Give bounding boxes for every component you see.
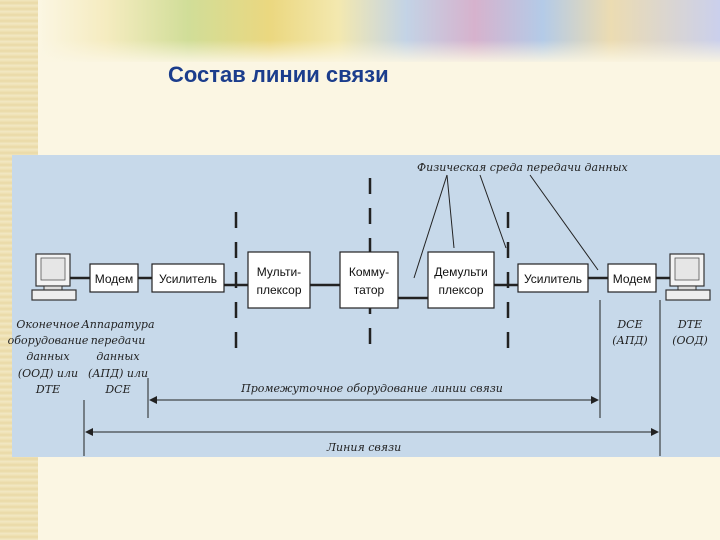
left-terminal-caption: Оконечное оборудование данных (ООД) или … [8,318,89,396]
svg-text:данных: данных [26,350,70,363]
amplifier-left-box: Усилитель [151,263,225,293]
svg-text:Демульти: Демульти [434,265,487,279]
medium-pointer [413,174,448,279]
svg-text:(АПД) или: (АПД) или [88,367,148,380]
svg-text:Модем: Модем [613,272,651,286]
svg-text:данных: данных [96,350,140,363]
svg-text:(ООД) или: (ООД) или [18,367,78,380]
computer-icon-left [31,253,77,301]
communication-line-label: Линия связи [326,441,401,454]
svg-text:Усилитель: Усилитель [159,272,217,286]
svg-text:Мульти-: Мульти- [257,265,301,279]
svg-text:Оконечное: Оконечное [16,318,80,331]
right-dce-caption: DCE (АПД) [612,318,647,347]
intermediate-equipment-label: Промежуточное оборудование линии связи [240,382,503,395]
svg-text:Усилитель: Усилитель [524,272,582,286]
svg-text:оборудование: оборудование [8,334,89,347]
medium-pointer [479,174,507,249]
svg-text:(ООД): (ООД) [672,334,708,347]
medium-pointer [529,174,599,271]
left-dce-caption: Аппаратура передачи данных (АПД) или DCE [80,318,154,396]
computer-icon-right [665,253,711,301]
slide-title: Состав линии связи [168,62,389,87]
amplifier-right-box: Усилитель [517,263,589,293]
medium-pointer [446,174,455,249]
svg-text:DTE: DTE [677,318,702,331]
svg-text:DCE: DCE [616,318,642,331]
modem-left-box: Модем [89,263,139,293]
switch-box: Комму- татор [339,251,399,309]
svg-text:DCE: DCE [104,383,130,396]
svg-text:передачи: передачи [91,334,146,347]
right-terminal-caption: DTE (ООД) [672,318,708,347]
svg-text:(АПД): (АПД) [612,334,647,347]
svg-text:плексор: плексор [256,283,301,297]
modem-right-box: Модем [607,263,657,293]
multiplexer-box: Мульти- плексор [247,251,311,309]
svg-text:татор: татор [354,283,385,297]
physical-medium-label: Физическая среда передачи данных [417,161,629,174]
svg-text:DTE: DTE [35,383,60,396]
svg-text:Комму-: Комму- [349,265,389,279]
svg-text:плексор: плексор [438,283,483,297]
banner-fade [38,40,720,64]
svg-text:Аппаратура: Аппаратура [80,318,154,331]
demultiplexer-box: Демульти плексор [427,251,495,309]
svg-text:Модем: Модем [95,272,133,286]
